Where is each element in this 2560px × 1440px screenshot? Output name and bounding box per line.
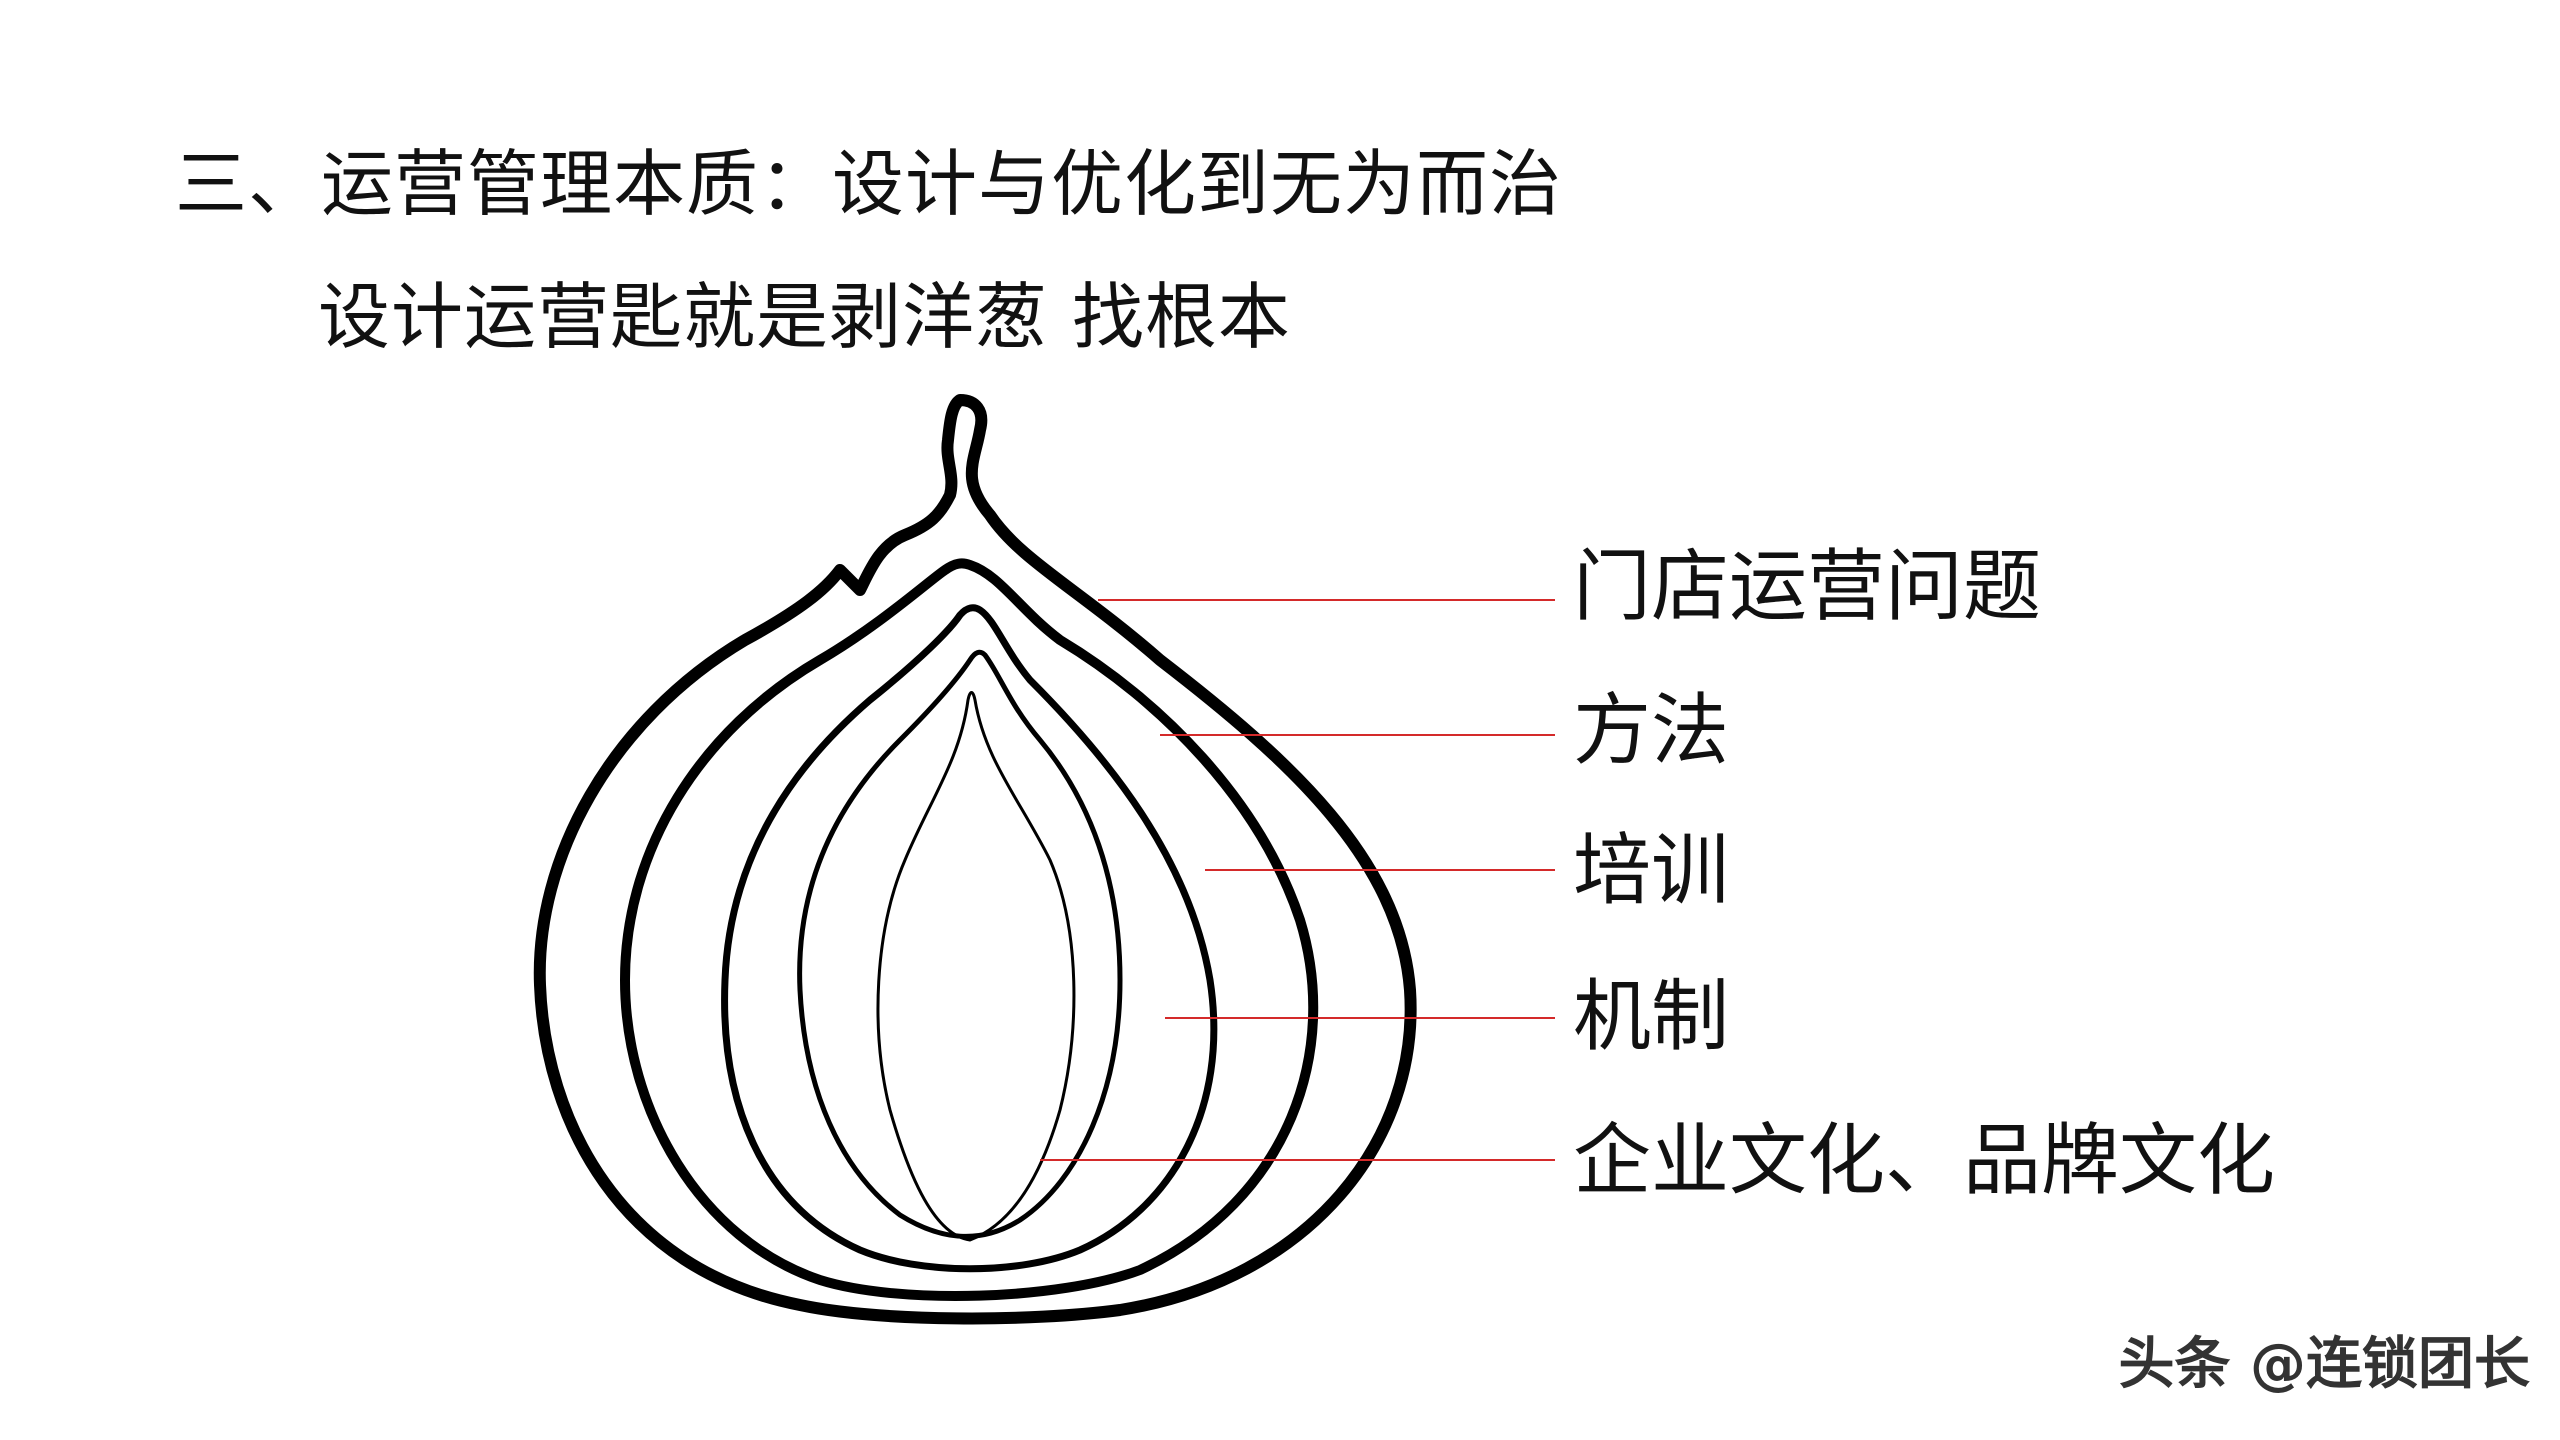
layer-label-culture: 企业文化、品牌文化 bbox=[1573, 1116, 2276, 1206]
page-title: 三、运营管理本质：设计与优化到无为而治 bbox=[175, 142, 1563, 226]
onion-layer-4 bbox=[797, 649, 1123, 1239]
layer-label-store-issues: 门店运营问题 bbox=[1573, 542, 2042, 632]
layer-label-training: 培训 bbox=[1573, 826, 1730, 916]
onion-core bbox=[876, 691, 1076, 1242]
onion-layer-3 bbox=[721, 604, 1218, 1273]
watermark: 头条 @连锁团长 bbox=[2118, 1332, 2531, 1397]
page-subtitle: 设计运营匙就是剥洋葱 找根本 bbox=[318, 275, 1291, 359]
onion-layer-2 bbox=[620, 558, 1319, 1301]
layer-label-methods: 方法 bbox=[1573, 686, 1730, 776]
layer-label-mechanism: 机制 bbox=[1573, 972, 1730, 1062]
onion-outer-layer bbox=[533, 394, 1417, 1325]
